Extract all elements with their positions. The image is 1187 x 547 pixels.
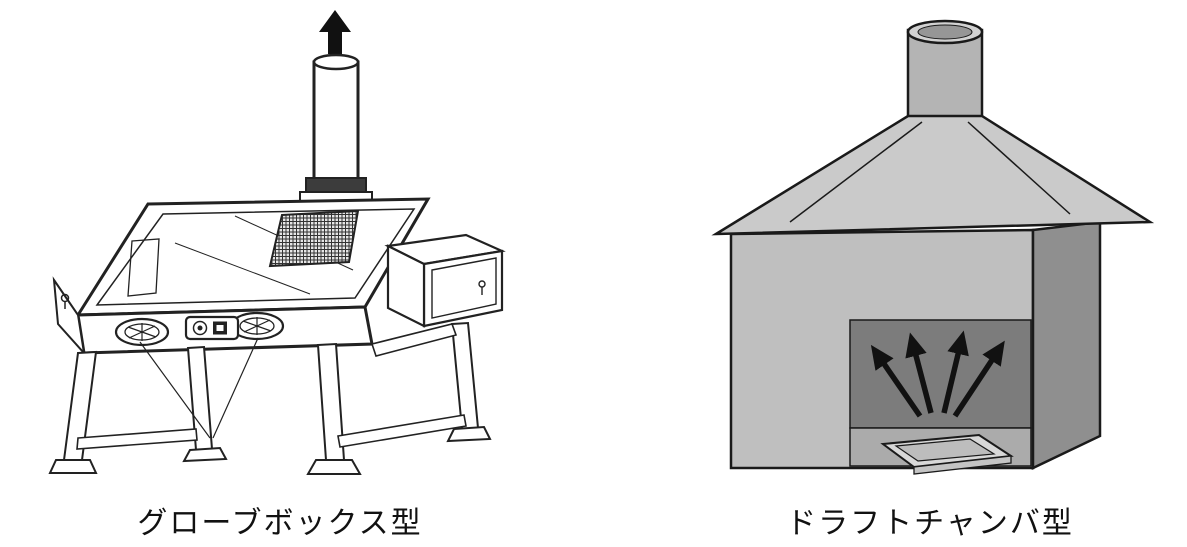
filter-mesh [268,209,360,268]
viewing-window [75,197,431,317]
draft-chamber-illustration [711,19,1155,475]
glove-port-right [229,311,285,341]
stand [48,321,492,475]
airflow-arrows [870,330,1005,418]
control-panel [184,315,240,341]
exhaust-pipe [299,53,373,203]
glove-box-caption: グローブボックス型 [137,506,423,541]
chimney [906,19,984,124]
glove-port-left [114,317,170,347]
exhaust-arrow [319,10,351,54]
glove-box-illustration [48,10,506,475]
sample-tray [880,433,1014,475]
draft-chamber-caption: ドラフトチャンバ型 [786,506,1074,541]
pass-through-box [384,233,506,328]
hood [711,114,1155,236]
